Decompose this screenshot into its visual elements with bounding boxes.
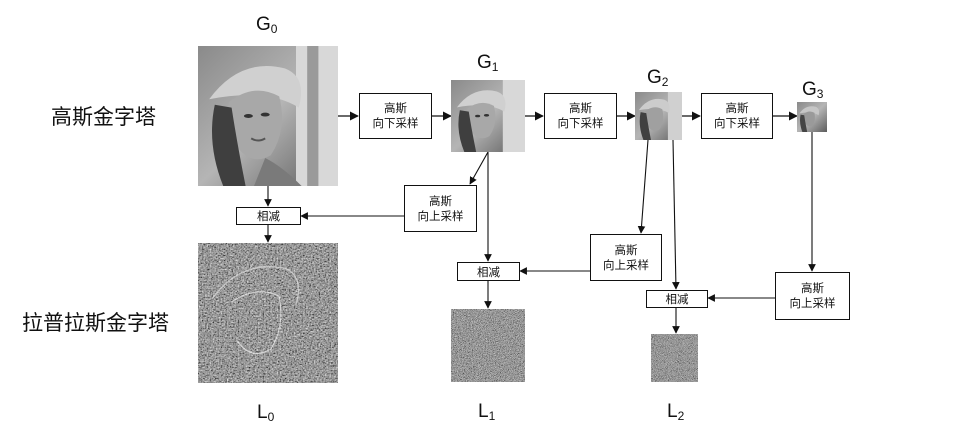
arrow-g2-to-sub2 (672, 139, 680, 290)
downsample-line1: 高斯 (569, 101, 592, 115)
level-label-g2: G2 (647, 67, 669, 89)
laplacian-image-l0 (198, 243, 338, 383)
laplacian-image-l2 (651, 334, 698, 382)
upsample-line1: 高斯 (801, 281, 824, 295)
upsample-line2: 向上采样 (789, 296, 836, 310)
level-label-g0: G0 (256, 14, 278, 36)
level-label-g1: G1 (477, 52, 499, 74)
upsample-line1: 高斯 (429, 193, 452, 208)
subtract-box-2: 相减 (646, 290, 708, 308)
arrow-g2-to-up2 (637, 139, 649, 234)
laplacian-pyramid-label: 拉普拉斯金字塔 (22, 311, 169, 335)
upsample-line2: 向上采样 (603, 257, 649, 272)
gaussian-downsample-box-2: 高斯 向下采样 (544, 93, 617, 139)
upsample-line1: 高斯 (614, 242, 638, 257)
arrow-g1-to-up1 (469, 151, 489, 185)
downsample-line2: 向下采样 (557, 116, 604, 130)
level-label-l1: L1 (478, 401, 496, 423)
gaussian-upsample-box-3: 高斯 向上采样 (775, 272, 850, 320)
gaussian-image-g1 (451, 80, 525, 152)
gaussian-upsample-box-1: 高斯 向上采样 (404, 185, 477, 232)
level-label-g3: G3 (802, 79, 824, 101)
level-label-l0: L0 (257, 402, 275, 424)
subtract-box-0: 相减 (236, 207, 301, 225)
downsample-line2: 向下采样 (372, 116, 419, 130)
downsample-line2: 向下采样 (714, 116, 760, 130)
gaussian-upsample-box-2: 高斯 向上采样 (590, 234, 662, 281)
subtract-box-1: 相减 (457, 262, 520, 281)
laplacian-image-l1 (451, 309, 525, 382)
gaussian-downsample-box-3: 高斯 向下采样 (701, 93, 773, 139)
upsample-line2: 向上采样 (417, 208, 464, 223)
downsample-line1: 高斯 (725, 101, 749, 115)
gaussian-pyramid-label: 高斯金字塔 (51, 105, 156, 129)
level-label-l2: L2 (667, 401, 685, 423)
gaussian-downsample-box-1: 高斯 向下采样 (359, 93, 432, 139)
gaussian-image-g3 (797, 102, 827, 132)
downsample-line1: 高斯 (384, 101, 407, 115)
gaussian-image-g2 (635, 92, 682, 140)
gaussian-image-g0 (198, 46, 338, 186)
